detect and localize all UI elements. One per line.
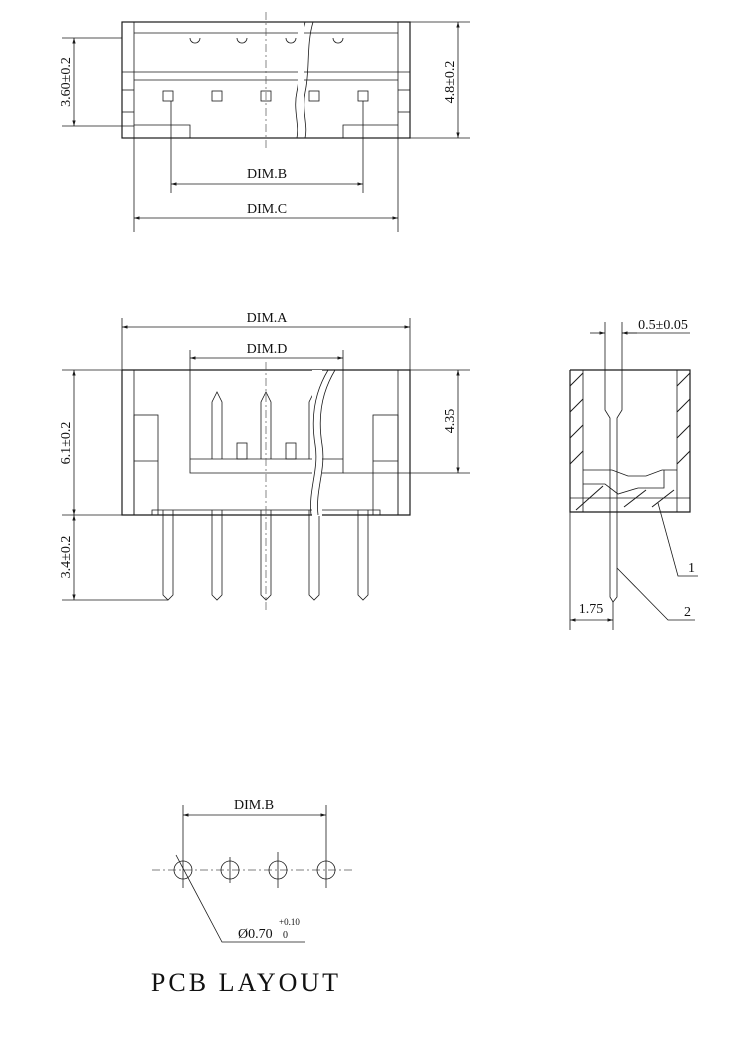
break-line (303, 21, 314, 139)
front-view: DIM.A DIM.D 6.1±0.2 3.4±0.2 4.35 (59, 311, 470, 610)
pin-square (357, 90, 369, 102)
top-dim-b-label: DIM.B (247, 167, 287, 182)
notch (332, 37, 344, 44)
notch (236, 37, 248, 44)
break-line (317, 369, 336, 516)
solder-pin (260, 510, 272, 601)
break-line (310, 369, 329, 516)
solder-pin (357, 510, 369, 601)
pcb-dim-b-label: DIM.B (234, 798, 274, 813)
front-dim-pin-length: 3.4±0.2 (59, 536, 74, 579)
top-view: DIM.B DIM.C 3.60±0.2 4.8±0.2 (59, 12, 470, 232)
pcb-hole-diameter: Ø0.70 (238, 927, 273, 942)
pcb-layout-view: DIM.B Ø0.70 +0.10 0 PCB LAYOUT (151, 798, 352, 997)
pin-square (162, 90, 174, 102)
notch (285, 37, 297, 44)
pcb-layout-title: PCB LAYOUT (151, 968, 341, 997)
pcb-tol-lower: 0 (283, 930, 288, 941)
top-view-body (121, 21, 411, 139)
pcb-tol-upper: +0.10 (279, 917, 300, 927)
callout-2: 2 (684, 605, 691, 620)
side-view: 0.5±0.05 1.75 1 2 (569, 318, 698, 630)
front-dim-d-label: DIM.D (247, 342, 288, 357)
pin-square (260, 90, 272, 102)
side-view-body (569, 369, 691, 513)
pin-square (308, 90, 320, 102)
top-dim-height-b: 4.8±0.2 (443, 61, 458, 104)
front-dim-a-label: DIM.A (247, 311, 289, 326)
pin-square (211, 90, 223, 102)
top-dim-height-a: 3.60±0.2 (59, 57, 74, 107)
front-dim-inner-depth: 4.35 (443, 409, 458, 434)
side-pin (609, 512, 618, 603)
top-dim-c-label: DIM.C (247, 202, 287, 217)
side-dim-offset: 1.75 (579, 602, 604, 617)
solder-pin (308, 510, 320, 601)
solder-pin (162, 510, 174, 601)
solder-pin (211, 510, 223, 601)
side-dim-pin-width: 0.5±0.05 (638, 318, 688, 333)
callout-1: 1 (688, 561, 695, 576)
contact-pin (260, 391, 272, 459)
contact-pin (211, 391, 223, 459)
front-dim-body-height: 6.1±0.2 (59, 422, 74, 465)
notch (189, 37, 201, 44)
